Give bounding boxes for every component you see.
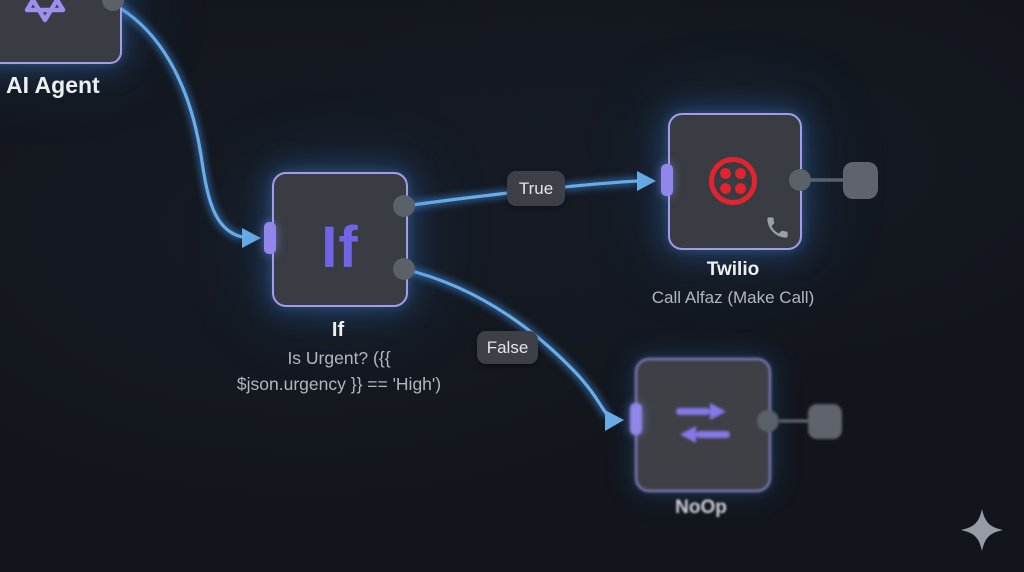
sparkle-icon[interactable] — [959, 507, 1005, 553]
twilio-icon — [709, 157, 757, 205]
arrowhead-noop-input — [605, 410, 624, 431]
output-port-noop[interactable] — [757, 410, 779, 432]
node-if-subtitle-line1: Is Urgent? ({{ — [287, 348, 391, 368]
phone-icon — [767, 217, 788, 238]
connection-if-false-to-noop[interactable] — [402, 267, 610, 418]
output-port-twilio[interactable] — [789, 169, 811, 191]
edge-label-false: False — [477, 331, 538, 364]
swap-arrows-icon — [676, 403, 730, 443]
output-port-if-true[interactable] — [393, 195, 415, 217]
node-if-subtitle: Is Urgent? ({{ $json.urgency }} == 'High… — [216, 345, 462, 398]
node-if[interactable]: If — [272, 172, 408, 307]
edge-label-true: True — [507, 171, 565, 206]
node-ai-agent-label: AI Agent — [6, 72, 100, 98]
connected-node-stub-twilio[interactable] — [843, 162, 878, 199]
input-port-twilio[interactable] — [661, 164, 673, 196]
openai-icon — [24, 0, 66, 23]
node-twilio-subtitle: Call Alfaz (Make Call) — [651, 288, 815, 307]
arrowhead-if-input — [242, 228, 261, 248]
node-if-subtitle-line2: $json.urgency }} == 'High') — [236, 374, 442, 395]
output-port-if-false[interactable] — [393, 258, 415, 280]
input-port-if[interactable] — [264, 222, 276, 254]
if-glyph: If — [321, 215, 359, 280]
node-twilio-label: Twilio — [706, 259, 760, 280]
node-twilio[interactable] — [668, 113, 802, 250]
node-if-label: If — [331, 319, 345, 341]
node-noop[interactable] — [635, 358, 771, 492]
node-noop-label: NoOp — [675, 497, 727, 518]
connected-node-stub-noop[interactable] — [808, 404, 842, 439]
input-port-noop[interactable] — [630, 403, 642, 435]
connection-aiagent-to-if[interactable] — [111, 2, 244, 239]
node-ai-agent[interactable] — [0, 0, 122, 64]
arrowhead-twilio-input — [637, 171, 656, 191]
output-port-ai-agent[interactable] — [102, 0, 124, 11]
